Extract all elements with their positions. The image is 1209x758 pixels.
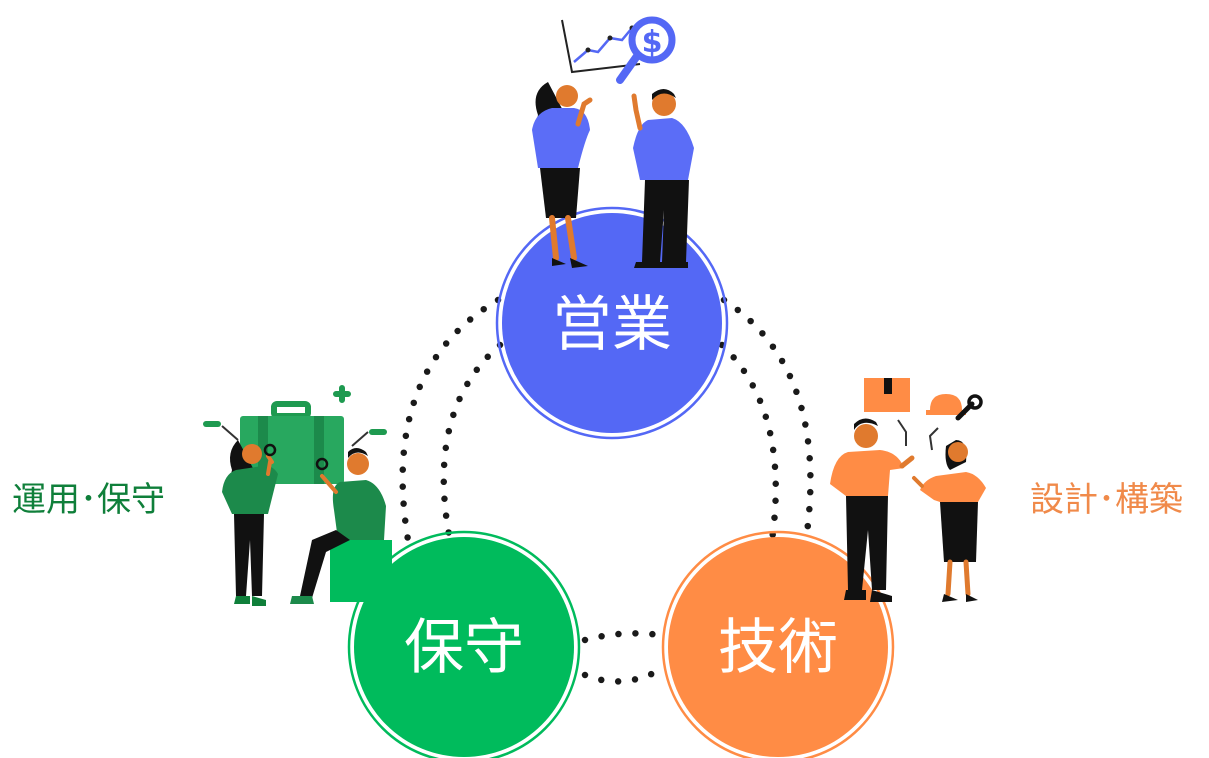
node-technology-label: 技術 [718, 613, 838, 683]
node-maintenance: 保守 [347, 530, 581, 758]
connector-sales-technology-inner [718, 341, 780, 544]
people-inspecting-briefcase-icon [203, 385, 392, 606]
svg-text:$: $ [642, 25, 663, 60]
connector-sales-technology-outer [720, 296, 814, 544]
node-sales: 営業 [495, 206, 729, 440]
engineers-with-tools-icon [830, 378, 986, 602]
business-people-analyzing-chart-icon: $ [532, 16, 694, 268]
node-maintenance-label: 保守 [404, 613, 524, 683]
node-sales-label: 営業 [552, 290, 672, 360]
connector-maintenance-technology-bottom [581, 666, 664, 685]
node-technology-circle [668, 537, 888, 757]
connector-sales-maintenance-outer [399, 296, 502, 544]
connector-maintenance-technology-top [581, 630, 664, 644]
side-label-design-construction: 設計･構築 [1030, 480, 1183, 520]
connector-dots [399, 296, 814, 685]
side-label-operations-maintenance: 運用･保守 [12, 480, 165, 520]
node-maintenance-circle [354, 537, 574, 757]
node-technology: 技術 [661, 530, 895, 758]
connector-sales-maintenance-inner [440, 341, 504, 544]
